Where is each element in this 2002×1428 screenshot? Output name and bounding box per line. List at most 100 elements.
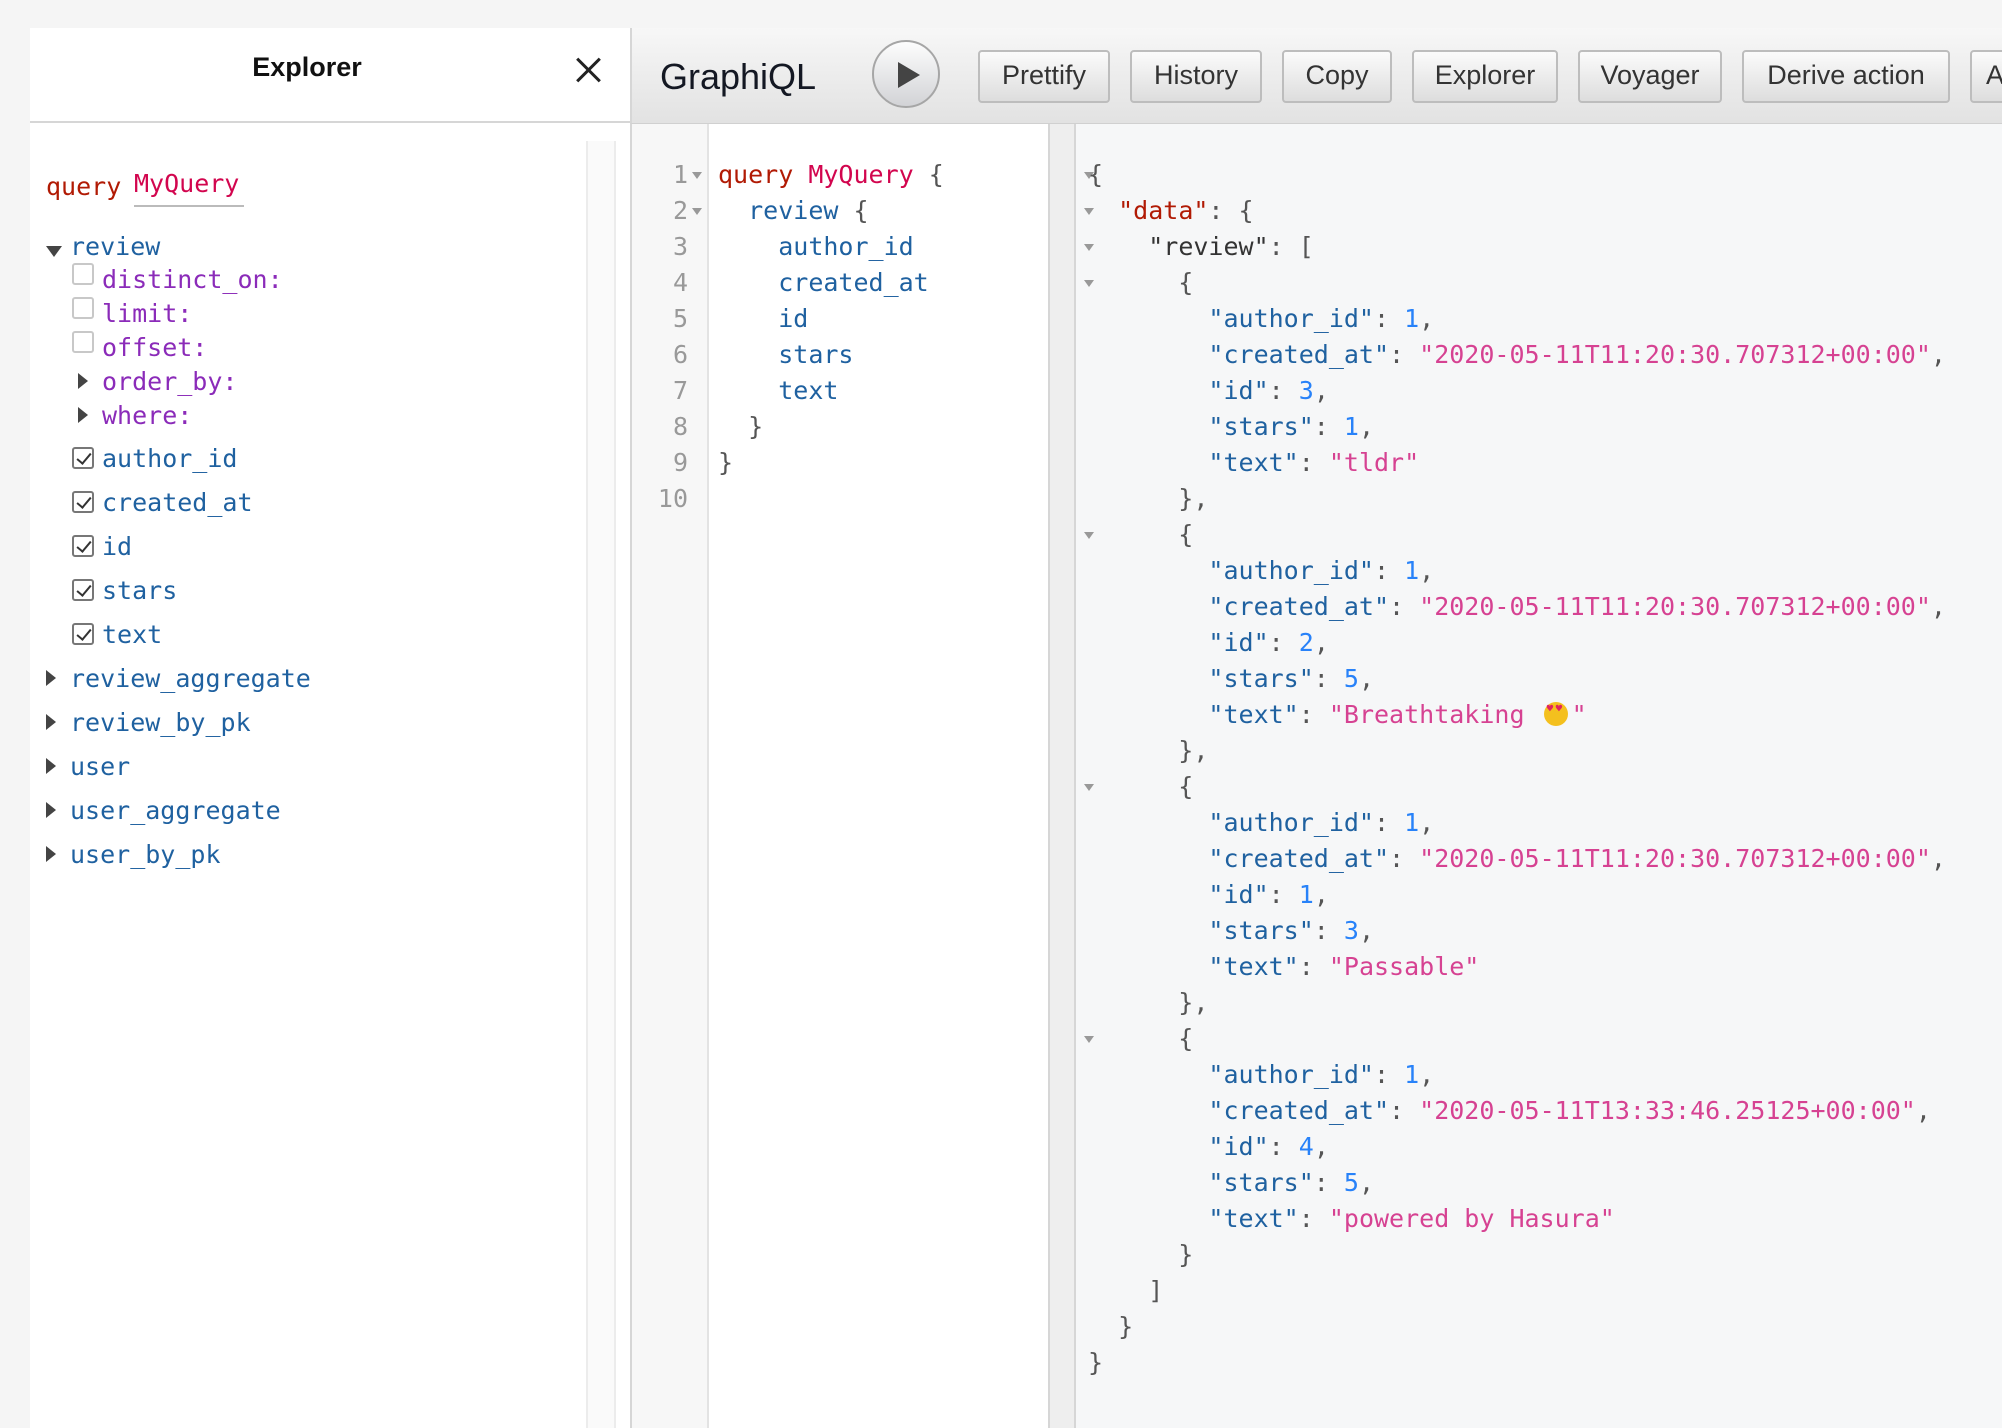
result-line: "created_at": "2020-05-11T11:20:30.70731… bbox=[1208, 592, 1946, 621]
window-left-margin bbox=[0, 0, 30, 1428]
json-key: "id" bbox=[1208, 628, 1269, 657]
json-number: 1 bbox=[1404, 556, 1420, 585]
json-key: "text" bbox=[1208, 700, 1299, 729]
result-line: "id": 3, bbox=[1208, 376, 1329, 405]
fold-arrow-icon[interactable] bbox=[1084, 532, 1094, 539]
fold-arrow-icon[interactable] bbox=[1084, 1036, 1094, 1043]
arg-checkbox[interactable] bbox=[72, 297, 94, 319]
json-number: 1 bbox=[1298, 880, 1314, 909]
result-line: "author_id": 1, bbox=[1208, 556, 1435, 585]
explorer-scrollbar[interactable] bbox=[586, 141, 616, 1428]
json-key: "created_at" bbox=[1208, 1096, 1390, 1125]
tree-field-user-aggregate[interactable]: user_aggregate bbox=[70, 796, 281, 825]
field-checkbox-checked[interactable] bbox=[72, 535, 94, 557]
line-number: 5 bbox=[672, 304, 688, 333]
analyze-button[interactable]: A bbox=[1970, 50, 2002, 103]
json-string: "2020-05-11T13:33:46.25125+00:00" bbox=[1419, 1096, 1916, 1125]
json-number: 4 bbox=[1298, 1132, 1314, 1161]
json-number: 3 bbox=[1343, 916, 1359, 945]
copy-button[interactable]: Copy bbox=[1282, 50, 1392, 103]
result-line: "stars": 5, bbox=[1208, 1168, 1375, 1197]
arg-checkbox[interactable] bbox=[72, 331, 94, 353]
expand-icon[interactable] bbox=[46, 758, 56, 779]
tree-field-id[interactable]: id bbox=[102, 532, 133, 561]
line-number: 3 bbox=[672, 232, 688, 261]
tree-arg-order-by[interactable]: order_by: bbox=[102, 367, 238, 396]
json-key: "text" bbox=[1208, 1204, 1299, 1233]
json-string: "tldr" bbox=[1328, 448, 1420, 477]
json-number: 1 bbox=[1404, 808, 1420, 837]
fold-arrow-icon[interactable] bbox=[1084, 784, 1094, 791]
line-number: 8 bbox=[672, 412, 688, 441]
field-checkbox-checked[interactable] bbox=[72, 447, 94, 469]
json-string: "2020-05-11T11:20:30.707312+00:00" bbox=[1419, 844, 1931, 873]
explorer-button[interactable]: Explorer bbox=[1412, 50, 1558, 103]
tree-arg-distinct-on[interactable]: distinct_on: bbox=[102, 265, 283, 294]
result-line: "data": { bbox=[1118, 196, 1254, 225]
result-line: "author_id": 1, bbox=[1208, 1060, 1435, 1089]
result-line: "text": "tldr" bbox=[1208, 448, 1420, 477]
result-line: } bbox=[1088, 1312, 1134, 1341]
json-key: "id" bbox=[1208, 880, 1269, 909]
tree-field-review[interactable]: review bbox=[70, 232, 161, 261]
fold-arrow-icon[interactable] bbox=[692, 208, 702, 215]
operation-name-input[interactable]: MyQuery bbox=[134, 169, 244, 207]
result-line: { bbox=[1088, 268, 1194, 297]
query-name: MyQuery bbox=[808, 160, 914, 189]
expand-icon[interactable] bbox=[46, 846, 56, 867]
fold-arrow-icon[interactable] bbox=[1084, 172, 1094, 179]
fold-arrow-icon[interactable] bbox=[1084, 244, 1094, 251]
field-checkbox-checked[interactable] bbox=[72, 491, 94, 513]
tree-arg-offset[interactable]: offset: bbox=[102, 333, 208, 362]
arg-checkbox[interactable] bbox=[72, 263, 94, 285]
json-key: "stars" bbox=[1208, 916, 1314, 945]
fold-arrow-icon[interactable] bbox=[1084, 208, 1094, 215]
result-line: "text": "Passable" bbox=[1208, 952, 1480, 981]
review-key: "review" bbox=[1148, 232, 1269, 261]
derive-action-button[interactable]: Derive action bbox=[1742, 50, 1950, 103]
tree-field-stars[interactable]: stars bbox=[102, 576, 178, 605]
explorer-header: Explorer bbox=[30, 28, 630, 123]
json-number: 5 bbox=[1343, 664, 1359, 693]
result-line: "stars": 1, bbox=[1208, 412, 1375, 441]
json-number: 5 bbox=[1343, 1168, 1359, 1197]
field-id: id bbox=[778, 304, 809, 333]
json-key: "stars" bbox=[1208, 412, 1314, 441]
line-gutter: 1 2 3 4 5 6 7 8 9 10 bbox=[632, 124, 709, 1428]
expand-icon[interactable] bbox=[46, 714, 56, 735]
tree-field-user-by-pk[interactable]: user_by_pk bbox=[70, 840, 221, 869]
code-line-2: review { bbox=[718, 196, 868, 226]
expand-order-by-icon[interactable] bbox=[78, 373, 88, 394]
field-stars: stars bbox=[778, 340, 854, 369]
expand-where-icon[interactable] bbox=[78, 407, 88, 428]
tree-field-created-at[interactable]: created_at bbox=[102, 488, 253, 517]
json-string: "powered by Hasura" bbox=[1328, 1204, 1615, 1233]
history-button[interactable]: History bbox=[1130, 50, 1262, 103]
code-line-9: } bbox=[718, 448, 734, 477]
fold-arrow-icon[interactable] bbox=[692, 172, 702, 179]
result-line: { bbox=[1088, 520, 1194, 549]
json-key: "created_at" bbox=[1208, 340, 1390, 369]
tree-field-review-by-pk[interactable]: review_by_pk bbox=[70, 708, 251, 737]
execute-query-button[interactable] bbox=[872, 40, 940, 108]
result-line: { bbox=[1088, 1024, 1194, 1053]
tree-field-text[interactable]: text bbox=[102, 620, 163, 649]
prettify-button[interactable]: Prettify bbox=[978, 50, 1110, 103]
voyager-button[interactable]: Voyager bbox=[1578, 50, 1722, 103]
operation-name: MyQuery bbox=[134, 169, 240, 198]
expand-icon[interactable] bbox=[46, 802, 56, 823]
tree-field-review-aggregate[interactable]: review_aggregate bbox=[70, 664, 311, 693]
field-checkbox-checked[interactable] bbox=[72, 579, 94, 601]
window-top-margin bbox=[0, 0, 2002, 28]
tree-field-author-id[interactable]: author_id bbox=[102, 444, 238, 473]
tree-arg-where[interactable]: where: bbox=[102, 401, 193, 430]
field-checkbox-checked[interactable] bbox=[72, 623, 94, 645]
expand-icon[interactable] bbox=[46, 670, 56, 691]
tree-field-user[interactable]: user bbox=[70, 752, 131, 781]
editor-result-divider[interactable] bbox=[1048, 124, 1076, 1428]
expand-review-icon[interactable] bbox=[46, 244, 62, 262]
query-editor[interactable]: 1 2 3 4 5 6 7 8 9 10 query MyQuery { rev… bbox=[630, 124, 1048, 1428]
fold-arrow-icon[interactable] bbox=[1084, 280, 1094, 287]
close-icon[interactable] bbox=[568, 50, 608, 90]
tree-arg-limit[interactable]: limit: bbox=[102, 299, 193, 328]
